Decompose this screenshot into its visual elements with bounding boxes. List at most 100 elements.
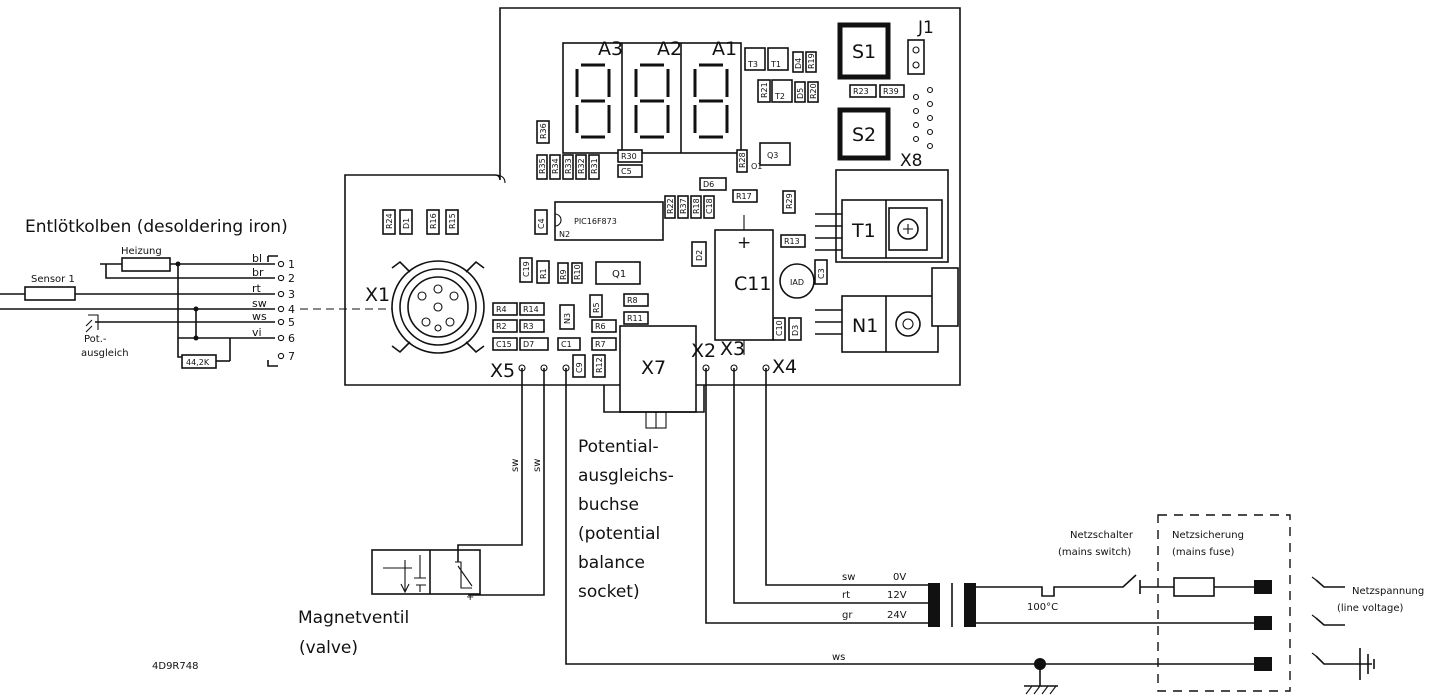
svg-text:R34: R34: [551, 158, 560, 174]
component-r1: R1: [536, 260, 550, 284]
svg-text:R3: R3: [523, 322, 534, 331]
svg-text:R24: R24: [385, 213, 394, 229]
component-r9: R9: [557, 262, 569, 284]
connector-x3-label: X3: [720, 338, 745, 360]
component-t1: T1: [767, 47, 789, 71]
switch-label-2: (mains switch): [1058, 547, 1131, 558]
connector-x1: X1: [365, 260, 485, 354]
pin-color: vi: [252, 326, 262, 339]
connector-x8: X8: [900, 86, 934, 171]
svg-text:D3: D3: [791, 325, 800, 336]
svg-text:R33: R33: [564, 158, 573, 174]
connector-x7: X7: [619, 325, 697, 429]
svg-text:O1: O1: [751, 162, 762, 171]
svg-text:T2: T2: [774, 92, 785, 101]
svg-text:T1: T1: [770, 60, 781, 69]
svg-text:Heizung: Heizung: [121, 246, 162, 257]
svg-text:N2: N2: [559, 230, 570, 239]
component-r28: R28: [736, 149, 748, 173]
pin-color: bl: [252, 252, 262, 265]
switch-label-1: Netzschalter: [1070, 530, 1134, 541]
heater: Heizung: [121, 246, 171, 272]
svg-text:R22: R22: [666, 198, 675, 214]
volt-0: 0V: [893, 572, 906, 583]
svg-text:buchse: buchse: [578, 495, 639, 515]
svg-text:R7: R7: [595, 340, 606, 349]
display-a3-label: A3: [598, 38, 623, 60]
regulator-t1: T1: [815, 169, 949, 263]
svg-text:C10: C10: [775, 320, 784, 336]
iron-title: Entlötkolben (desoldering iron): [25, 217, 288, 237]
svg-text:IAD: IAD: [790, 278, 804, 287]
svg-text:+: +: [466, 592, 474, 603]
svg-text:R12: R12: [595, 357, 604, 373]
display-a2-label: A2: [657, 38, 682, 60]
component-r31: R31: [588, 154, 600, 180]
capacitor-c11: + C11: [714, 215, 774, 355]
svg-text:R35: R35: [538, 158, 547, 174]
svg-text:R1: R1: [539, 268, 548, 279]
svg-text:R16: R16: [429, 213, 438, 229]
component-c3: C3: [814, 259, 828, 285]
svg-text:X1: X1: [365, 284, 390, 306]
valve-title-2: (valve): [299, 638, 358, 658]
mains-label-2: (line voltage): [1337, 603, 1403, 614]
component-r29: R29: [782, 190, 796, 214]
component-c10: C10: [772, 317, 786, 341]
component-r35: R35: [536, 154, 548, 180]
svg-text:Sensor 1: Sensor 1: [31, 274, 75, 285]
component-r39: R39: [879, 84, 905, 98]
jumper-j1: J1: [907, 18, 934, 75]
svg-text:PIC16F873: PIC16F873: [574, 217, 617, 226]
pcb-notch: [494, 174, 506, 184]
fuse-label-1: Netzsicherung: [1172, 530, 1244, 541]
component-r14: R14: [519, 302, 545, 316]
component-o1: O1: [751, 162, 762, 171]
thermal-label: 100°C: [1027, 602, 1058, 613]
svg-text:(potential: (potential: [578, 524, 660, 544]
component-r8: R8: [623, 293, 649, 307]
svg-text:C5: C5: [621, 167, 632, 176]
volt-24: 24V: [887, 610, 907, 621]
svg-text:R11: R11: [627, 314, 643, 323]
transformer-wiring: [565, 368, 1262, 665]
iron-plug-bracket: [267, 255, 278, 367]
component-r37: R37: [677, 195, 689, 219]
svg-text:R15: R15: [448, 213, 457, 229]
svg-text:44,2K: 44,2K: [186, 358, 210, 367]
component-r7: R7: [591, 337, 617, 351]
connector-pins: X5 X2 X3 X4: [490, 338, 797, 382]
sensor: Sensor 1: [24, 274, 76, 301]
component-r10: R10: [571, 262, 583, 284]
pot-label-1: Pot.-: [84, 334, 107, 345]
ground-symbol: [1024, 658, 1058, 695]
svg-text:R36: R36: [539, 123, 548, 139]
component-c9: C9: [572, 354, 586, 378]
svg-text:balance: balance: [578, 553, 645, 573]
svg-text:D5: D5: [796, 88, 805, 99]
component-r19: R19: [805, 51, 817, 73]
component-d4: D4: [792, 51, 804, 73]
svg-text:D7: D7: [523, 340, 534, 349]
connector-x2-label: X2: [691, 340, 716, 362]
valve-wiring: [457, 368, 545, 596]
component-r22: R22: [664, 195, 676, 219]
mains-terminals: [1311, 576, 1375, 680]
svg-text:R14: R14: [523, 305, 539, 314]
svg-text:R13: R13: [784, 237, 800, 246]
svg-text:C1: C1: [561, 340, 572, 349]
svg-text:R9: R9: [559, 269, 568, 280]
mains-label-1: Netzspannung: [1352, 586, 1424, 597]
component-d3: D3: [788, 317, 802, 341]
svg-text:C11: C11: [734, 273, 771, 295]
iron-pin-7: 7: [277, 350, 295, 363]
component-r34: R34: [549, 154, 561, 180]
fuse-box: [1157, 514, 1291, 692]
svg-text:C18: C18: [705, 198, 714, 214]
wire-sw-1: sw: [510, 459, 521, 472]
pin-color: br: [252, 266, 264, 279]
svg-text:R23: R23: [853, 87, 869, 96]
